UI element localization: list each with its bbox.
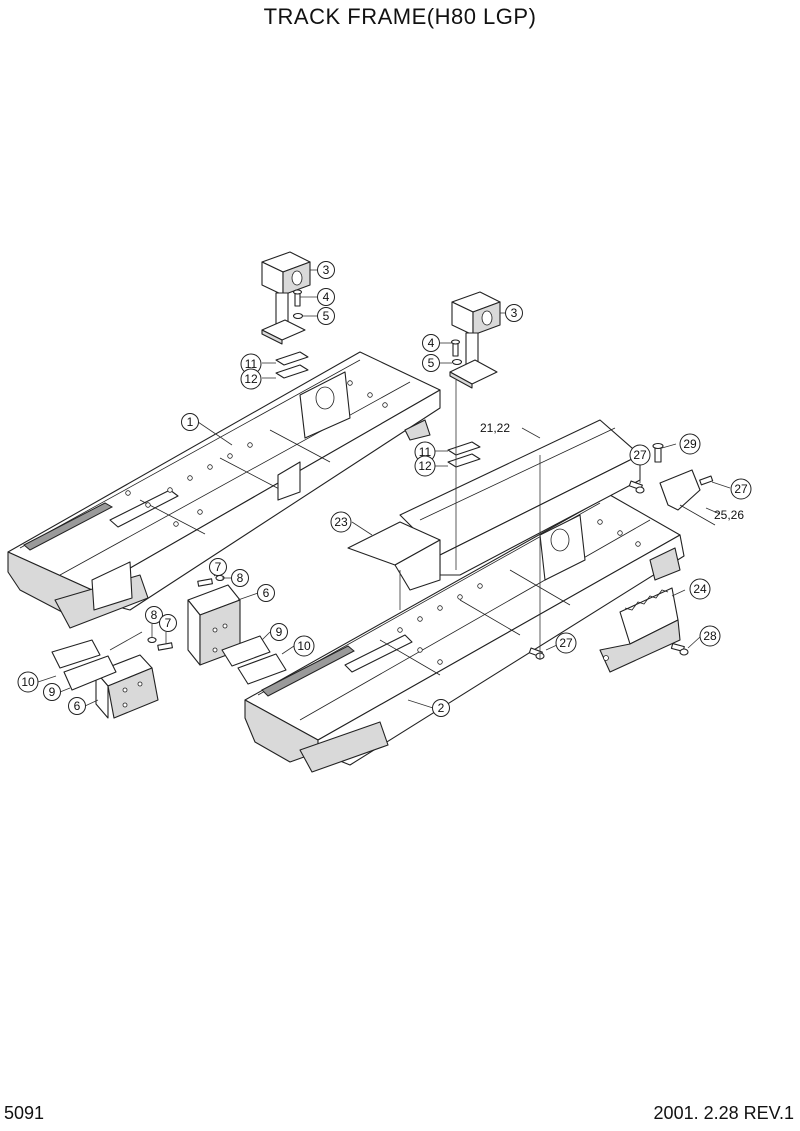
callout-6-center: 6	[257, 584, 275, 602]
shims	[275, 351, 481, 468]
callout-1-label: 1	[187, 415, 194, 429]
callout-4-left: 4	[317, 288, 335, 306]
callout-11-left-label: 11	[245, 357, 258, 371]
callout-29-label: 29	[683, 437, 697, 451]
callout-12-left-label: 12	[244, 372, 258, 386]
page-number: 5091	[4, 1103, 45, 1123]
callout-7-left: 7	[159, 614, 177, 632]
callout-8-center: 8	[231, 569, 249, 587]
callout-7-center-label: 7	[215, 560, 222, 574]
revision-date: 2001. 2.28 REV.1	[653, 1103, 794, 1123]
callout-6-center-label: 6	[263, 586, 270, 600]
bracket-25-26	[659, 469, 716, 526]
callout-23-label: 23	[334, 515, 348, 529]
guard-assembly-center	[187, 574, 287, 685]
callout-5-right: 5	[422, 354, 440, 372]
leader-lines	[37, 269, 731, 709]
callout-28-label: 28	[703, 629, 717, 643]
callout-2: 2	[432, 699, 450, 717]
upper-roller-support-left	[261, 251, 311, 345]
callout-27-bottom-label: 27	[559, 636, 573, 650]
callout-3-right: 3	[505, 304, 523, 322]
front-cover-plate	[347, 521, 441, 591]
bolt-holes-right	[397, 519, 641, 665]
callout-12-left: 12	[240, 368, 262, 390]
callout-2-label: 2	[438, 701, 445, 715]
callout-7-left-label: 7	[165, 616, 172, 630]
callout-21-22-label: 21,22	[480, 421, 510, 435]
callout-25-26-label: 25,26	[714, 508, 744, 522]
callout-8-left: 8	[145, 606, 163, 624]
callout-10-center: 10	[293, 635, 315, 657]
callout-6-left-label: 6	[74, 699, 81, 713]
callout-11-right-label: 11	[419, 445, 432, 459]
guard-assembly-left	[51, 636, 173, 719]
callout-3-left: 3	[317, 261, 335, 279]
callout-24-label: 24	[693, 582, 707, 596]
track-frame-left	[7, 351, 441, 629]
callout-23: 23	[330, 511, 352, 533]
callout-10-left-label: 10	[21, 675, 35, 689]
bolt-holes-left	[125, 380, 388, 527]
callout-9-center-label: 9	[276, 625, 283, 639]
callout-28: 28	[699, 625, 721, 647]
page-title: TRACK FRAME(H80 LGP)	[263, 4, 537, 29]
callout-1: 1	[181, 413, 199, 431]
callout-27-top: 27	[629, 444, 651, 466]
callout-27-bottom: 27	[555, 632, 577, 654]
callout-8-left-label: 8	[151, 608, 158, 622]
callout-3-right-label: 3	[511, 306, 518, 320]
upper-roller-support-right	[449, 291, 501, 389]
guard-plate-24	[599, 587, 681, 673]
callout-7-center: 7	[209, 558, 227, 576]
small-bolts	[528, 442, 714, 660]
bolts-and-washers-supports	[292, 289, 463, 366]
callout-8-center-label: 8	[237, 571, 244, 585]
callout-6-left: 6	[68, 697, 86, 715]
callout-5-left: 5	[317, 307, 335, 325]
callout-5-left-label: 5	[323, 309, 330, 323]
callout-27-right: 27	[730, 478, 752, 500]
callout-9-left: 9	[43, 683, 61, 701]
callout-4-right-label: 4	[428, 336, 435, 350]
callout-12-right: 12	[414, 455, 436, 477]
callout-4-left-label: 4	[323, 290, 330, 304]
track-frame-right	[244, 494, 685, 773]
callout-29: 29	[679, 433, 701, 455]
callout-9-left-label: 9	[49, 685, 56, 699]
callout-12-right-label: 12	[418, 459, 432, 473]
callout-24: 24	[689, 578, 711, 600]
callout-27-right-label: 27	[734, 482, 748, 496]
callout-3-left-label: 3	[323, 263, 330, 277]
callout-5-right-label: 5	[428, 356, 435, 370]
callout-10-left: 10	[17, 671, 39, 693]
callout-10-center-label: 10	[297, 639, 311, 653]
callout-9-center: 9	[270, 623, 288, 641]
callout-4-right: 4	[422, 334, 440, 352]
callouts: 3 4 5 11 12 1 3 4	[17, 261, 752, 717]
callout-27-top-label: 27	[633, 448, 647, 462]
